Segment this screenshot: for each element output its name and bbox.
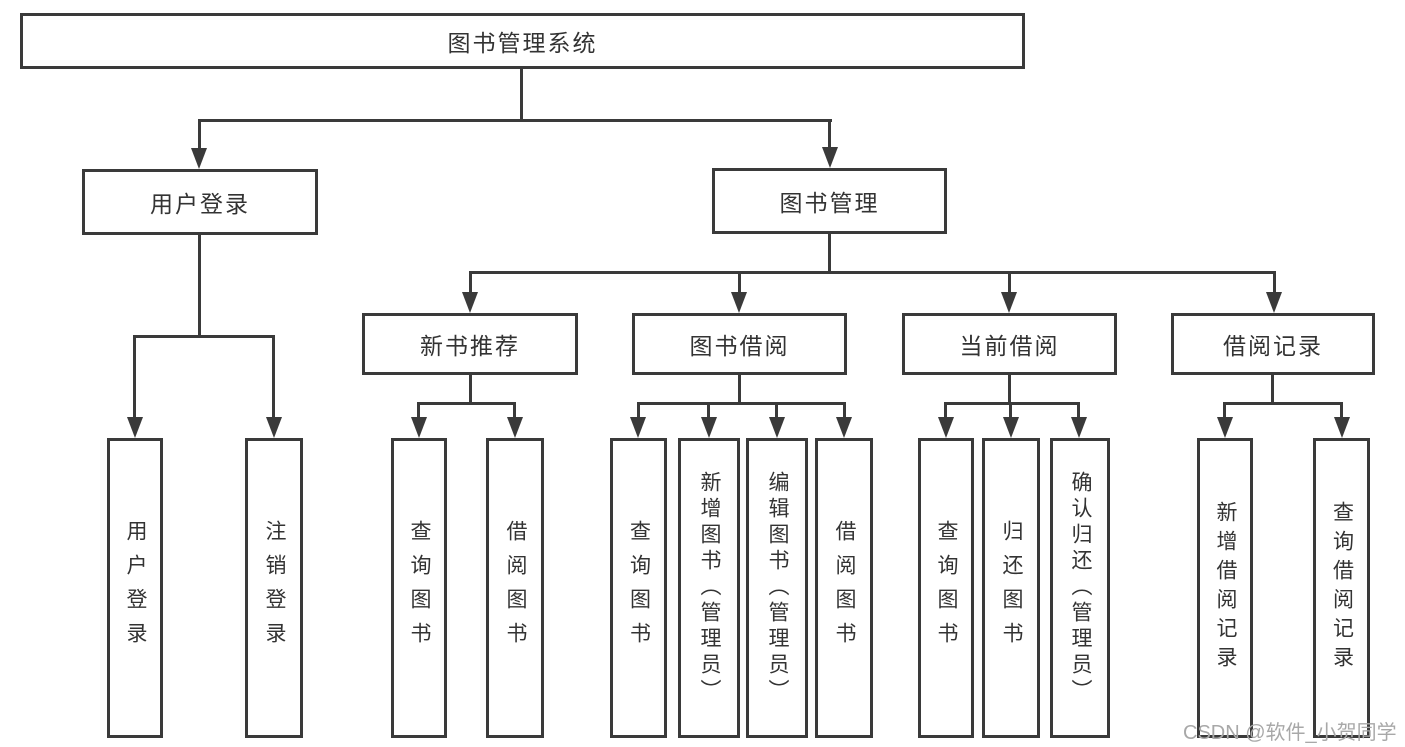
arrow-to-book-management bbox=[822, 147, 838, 168]
arrow-to-query-record bbox=[1334, 417, 1350, 438]
connector-drop-query-3 bbox=[944, 402, 947, 418]
connector-drop-add-record bbox=[1223, 402, 1226, 418]
connector-book-mgmt-branch bbox=[469, 271, 1276, 274]
leaf-borrow-books-borrowing: 借阅图书 bbox=[815, 438, 873, 738]
connector-root-branch bbox=[198, 119, 832, 122]
connector-new-book-branch bbox=[417, 402, 516, 405]
connector-book-borrowing-trunk bbox=[738, 375, 741, 404]
leaf-query-books-current: 查询图书 bbox=[918, 438, 974, 738]
arrow-to-confirm-return bbox=[1071, 417, 1087, 438]
connector-borrowing-records-branch bbox=[1223, 402, 1343, 405]
leaf-add-borrow-record: 新增借阅记录 bbox=[1197, 438, 1253, 738]
arrow-to-query-2 bbox=[630, 417, 646, 438]
node-current-borrowing: 当前借阅 bbox=[902, 313, 1117, 375]
leaf-return-books: 归还图书 bbox=[982, 438, 1040, 738]
arrow-to-borrow-1 bbox=[507, 417, 523, 438]
node-book-borrowing: 图书借阅 bbox=[632, 313, 847, 375]
leaf-user-login: 用户登录 bbox=[107, 438, 163, 738]
connector-user-login-trunk bbox=[198, 234, 201, 337]
arrow-to-leaf-login bbox=[127, 417, 143, 438]
connector-drop-user-login bbox=[198, 119, 201, 148]
arrow-to-borrowing-records bbox=[1266, 292, 1282, 313]
arrow-to-new-book bbox=[462, 292, 478, 313]
leaf-add-book-admin: 新增图书（管理员） bbox=[678, 438, 740, 738]
leaf-confirm-return-admin: 确认归还（管理员） bbox=[1050, 438, 1110, 738]
connector-drop-borrowing-records bbox=[1273, 271, 1276, 292]
node-user-login: 用户登录 bbox=[82, 169, 318, 235]
leaf-query-borrow-record: 查询借阅记录 bbox=[1313, 438, 1370, 738]
connector-drop-leaf-login bbox=[133, 335, 136, 417]
connector-drop-leaf-logout bbox=[272, 335, 275, 417]
node-new-book-recommend: 新书推荐 bbox=[362, 313, 578, 375]
connector-drop-return-books bbox=[1009, 402, 1012, 418]
leaf-logout: 注销登录 bbox=[245, 438, 303, 738]
connector-current-borrowing-trunk bbox=[1008, 375, 1011, 404]
connector-book-mgmt-trunk bbox=[828, 233, 831, 273]
connector-root-trunk bbox=[520, 68, 523, 120]
connector-borrowing-records-trunk bbox=[1271, 375, 1274, 404]
arrow-to-return-books bbox=[1003, 417, 1019, 438]
arrow-to-user-login bbox=[191, 148, 207, 169]
connector-drop-add-book bbox=[707, 402, 710, 418]
connector-drop-query-1 bbox=[417, 402, 420, 418]
leaf-borrow-books-recommend: 借阅图书 bbox=[486, 438, 544, 738]
connector-current-borrowing-branch bbox=[944, 402, 1080, 405]
connector-drop-edit-book bbox=[775, 402, 778, 418]
connector-book-borrowing-branch bbox=[637, 402, 846, 405]
arrow-to-query-3 bbox=[938, 417, 954, 438]
connector-drop-confirm-return bbox=[1077, 402, 1080, 418]
connector-drop-query-record bbox=[1340, 402, 1343, 418]
arrow-to-add-record bbox=[1217, 417, 1233, 438]
connector-drop-borrow-2 bbox=[843, 402, 846, 418]
leaf-edit-book-admin: 编辑图书（管理员） bbox=[746, 438, 808, 738]
connector-drop-borrow-1 bbox=[513, 402, 516, 418]
connector-drop-new-book bbox=[469, 271, 472, 292]
connector-drop-query-2 bbox=[637, 402, 640, 418]
connector-user-login-branch bbox=[133, 335, 275, 338]
arrow-to-edit-book bbox=[769, 417, 785, 438]
arrow-to-query-1 bbox=[411, 417, 427, 438]
leaf-query-books-recommend: 查询图书 bbox=[391, 438, 447, 738]
connector-drop-book-management bbox=[828, 119, 831, 147]
leaf-query-books-borrowing: 查询图书 bbox=[610, 438, 667, 738]
csdn-watermark: CSDN @软件_小贺同学 bbox=[1183, 722, 1397, 744]
connector-new-book-trunk bbox=[469, 375, 472, 404]
arrow-to-borrow-2 bbox=[836, 417, 852, 438]
arrow-to-leaf-logout bbox=[266, 417, 282, 438]
node-borrowing-records: 借阅记录 bbox=[1171, 313, 1375, 375]
node-book-management: 图书管理 bbox=[712, 168, 947, 234]
connector-drop-current-borrowing bbox=[1008, 271, 1011, 292]
arrow-to-book-borrowing bbox=[731, 292, 747, 313]
arrow-to-add-book bbox=[701, 417, 717, 438]
arrow-to-current-borrowing bbox=[1001, 292, 1017, 313]
node-root-library-system: 图书管理系统 bbox=[20, 13, 1025, 69]
connector-drop-book-borrowing bbox=[738, 271, 741, 292]
